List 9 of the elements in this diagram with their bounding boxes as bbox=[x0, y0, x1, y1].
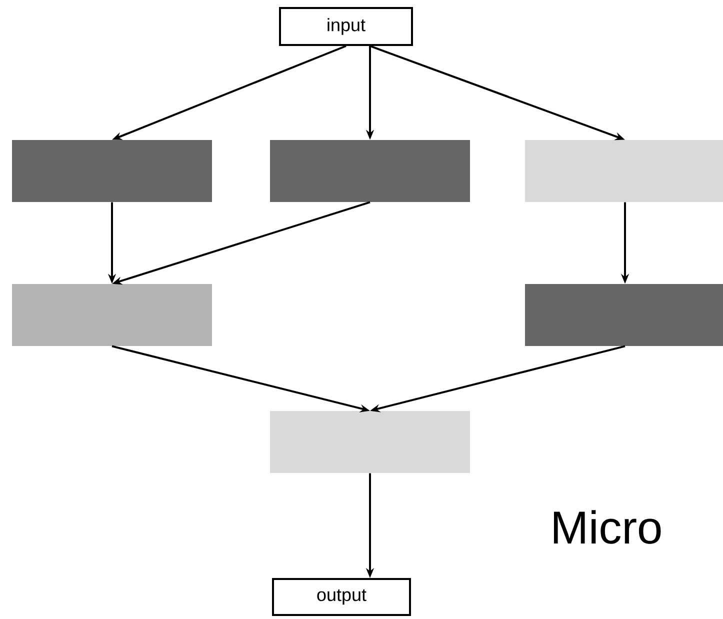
block bbox=[525, 284, 723, 346]
text-box: output bbox=[272, 578, 411, 616]
block bbox=[12, 140, 212, 202]
block bbox=[12, 284, 212, 346]
block bbox=[270, 411, 470, 473]
block bbox=[525, 140, 723, 202]
text-box: input bbox=[279, 7, 413, 46]
block bbox=[270, 140, 470, 202]
side-label: Micro bbox=[554, 510, 661, 544]
